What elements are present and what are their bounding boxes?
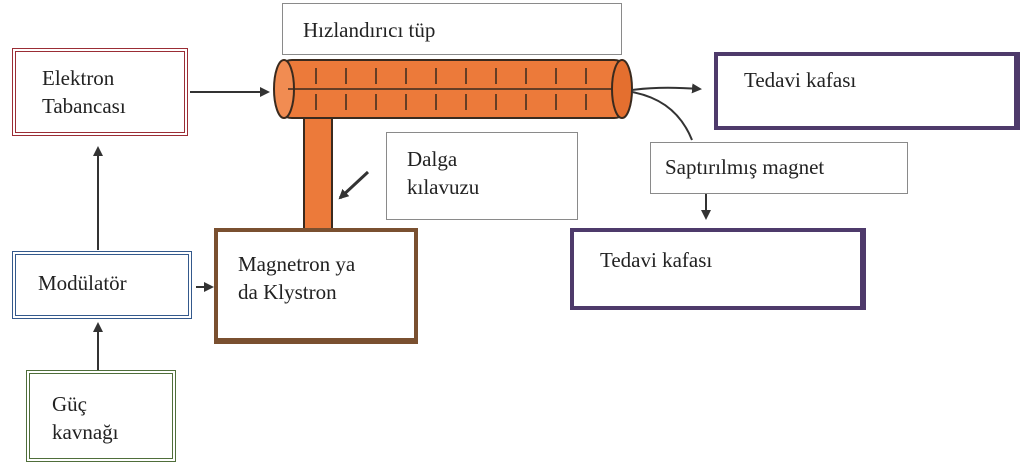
arrow-waveguide-pointer (338, 170, 370, 200)
modulator-text: Modülatör (38, 271, 127, 295)
waveguide-line2: kılavuzu (407, 175, 480, 199)
box-electron-gun: Elektron Tabancası (12, 48, 188, 136)
waveguide-stem (303, 115, 333, 233)
beam-bend-curve (631, 91, 693, 141)
power-supply-line1: Güç (52, 392, 87, 416)
waveguide-line1: Dalga (407, 147, 458, 171)
box-treatment-head-top: Tedavi kafası (714, 52, 1020, 130)
label-accelerator-tube: Hızlandırıcı tüp (282, 3, 622, 55)
electron-gun-line1: Elektron (42, 66, 115, 90)
accelerator-tube (273, 59, 633, 119)
magnetron-line2: da Klystron (238, 280, 337, 304)
label-bending-magnet: Saptırılmış magnet (650, 142, 908, 194)
electron-gun-line2: Tabancası (42, 94, 126, 118)
box-power-supply: Güç kavnağı (26, 370, 176, 462)
arrow-tube-to-treatment-head (631, 83, 702, 94)
box-treatment-head-bottom: Tedavi kafası (570, 228, 866, 310)
treatment-head-bottom-text: Tedavi kafası (600, 248, 713, 272)
box-modulator: Modülatör (12, 251, 192, 319)
label-waveguide: Dalga kılavuzu (386, 132, 578, 220)
power-supply-line2: kavnağı (52, 420, 119, 444)
accelerator-tube-text: Hızlandırıcı tüp (303, 18, 436, 42)
bending-magnet-text: Saptırılmış magnet (665, 155, 825, 179)
magnetron-line1: Magnetron ya (238, 252, 356, 276)
treatment-head-top-text: Tedavi kafası (744, 68, 857, 92)
box-magnetron-klystron: Magnetron ya da Klystron (214, 228, 418, 344)
